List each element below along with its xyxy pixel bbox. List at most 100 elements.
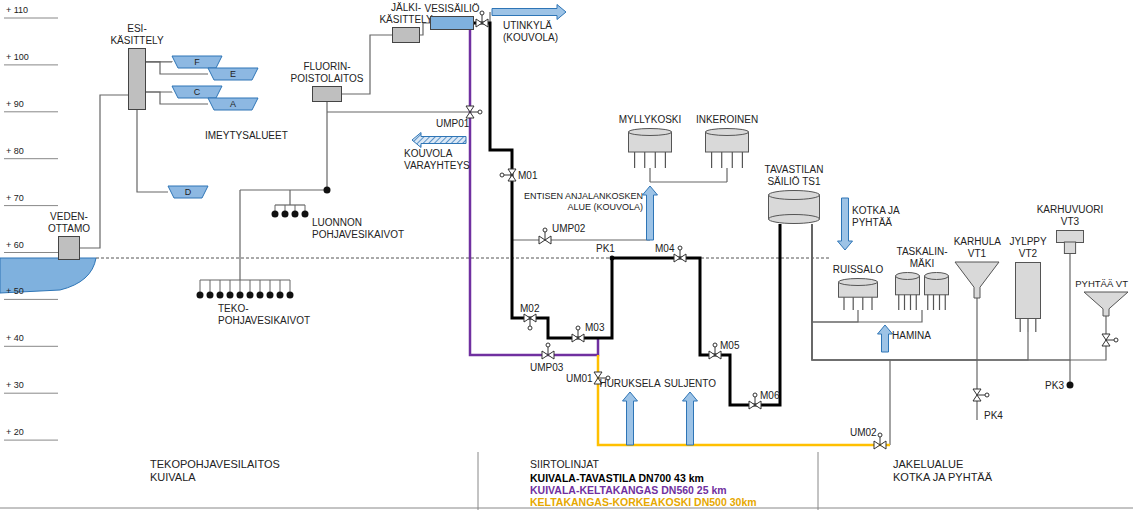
- shape-outline: [628, 128, 672, 168]
- valve-id: M03: [585, 322, 604, 334]
- well-stem: [260, 280, 261, 292]
- pipe-line: [649, 168, 650, 182]
- well-stem: [200, 280, 201, 292]
- well-stem: [280, 280, 281, 292]
- line-key: KUIVALA-KELTAKANGAS DN560 25 km: [530, 484, 727, 497]
- water-tank: TAVASTILAN SÄILIÖ TS1: [768, 190, 820, 224]
- valve-id: M02: [520, 303, 539, 315]
- tank-shape: [706, 129, 749, 136]
- node-label: KARHULA VT1: [954, 236, 1001, 260]
- tank-shape: [925, 273, 949, 280]
- valve-id: M01: [518, 170, 537, 182]
- tank-leg: [655, 152, 656, 168]
- elevation-label: + 90: [6, 99, 24, 110]
- valve-handle: [543, 228, 547, 232]
- basin-shape: [208, 98, 258, 110]
- point-id: PK4: [984, 410, 1003, 422]
- flow-arrow: [623, 392, 638, 445]
- node-label: JYLPPY VT2: [1009, 236, 1046, 260]
- well-symbol: [207, 292, 214, 299]
- valve-symbol: [709, 351, 721, 359]
- well-stem: [250, 280, 251, 292]
- valve-stem: [482, 15, 483, 23]
- elevation-tick: [4, 64, 58, 65]
- basin-letter: E: [208, 68, 258, 80]
- frame-line: [818, 452, 819, 510]
- flow-arrow: [643, 186, 658, 240]
- water-tank: TASKALIN- MÄKI: [895, 272, 949, 310]
- basin-shape: [208, 68, 258, 80]
- valve-stem: [680, 250, 681, 258]
- valve-handle: [1114, 338, 1118, 342]
- area-label: TEKO- POHJAVESIKAIVOT: [218, 303, 310, 327]
- well-symbol: [272, 211, 279, 218]
- pipe-line: [326, 102, 327, 190]
- line-key: KELTAKANGAS-KORKEAKOSKI DN500 30km: [530, 496, 757, 509]
- tank-leg: [898, 295, 899, 310]
- pipe-line: [1069, 360, 1070, 385]
- well-stem: [210, 280, 211, 292]
- basin: E: [208, 68, 258, 80]
- shape-outline: [705, 128, 749, 168]
- section-title: SIIRTOLINJAT: [530, 458, 599, 471]
- tank-leg: [1020, 318, 1021, 332]
- tank-shape: [955, 262, 999, 298]
- valve-symbol: [874, 441, 886, 449]
- elevation-tick: [4, 18, 58, 19]
- basin-letter: F: [172, 56, 222, 68]
- valve-symbol: [539, 236, 551, 244]
- tank-leg: [853, 297, 854, 310]
- basin: D: [168, 186, 208, 198]
- valve-stem: [715, 347, 716, 355]
- well-stem: [270, 280, 271, 292]
- basin-shape: [168, 186, 208, 198]
- tank-leg: [711, 152, 712, 168]
- valve-id: UMP02: [552, 223, 585, 235]
- tank-leg: [665, 152, 666, 168]
- pipe-connector: [812, 224, 1106, 360]
- tank-leg: [644, 152, 645, 168]
- water-tank: PYHTÄÄ VT: [1084, 292, 1128, 316]
- elevation-label: + 50: [6, 286, 24, 297]
- elevation-tick: [4, 393, 58, 394]
- tank-leg: [862, 297, 863, 310]
- pk3-point: [1067, 382, 1074, 389]
- well-symbol: [257, 292, 264, 299]
- pipe-connector: [812, 224, 1070, 360]
- valve-stem: [977, 395, 985, 396]
- basin-letter: C: [172, 86, 222, 98]
- tank-shape: [629, 129, 672, 136]
- valve-handle: [576, 326, 580, 330]
- pipe-line: [889, 360, 890, 445]
- pipe-line: [726, 168, 727, 182]
- destination-label: HURUKSELA: [599, 378, 660, 390]
- process-box: ESI- KÄSITTELY: [128, 48, 146, 110]
- pipe-line: [200, 279, 290, 280]
- tank-leg: [910, 295, 911, 310]
- pipe-connector: [812, 224, 1028, 360]
- valve-id: M04: [655, 243, 674, 255]
- well-stem: [295, 205, 296, 211]
- flow-arrow: [838, 198, 853, 250]
- pipe-line: [489, 12, 490, 23]
- valve-symbol: [572, 334, 584, 342]
- tank-leg: [721, 152, 722, 168]
- valve-symbol: [749, 401, 761, 409]
- node-label: FLUORIN- POISTOLAITOS: [291, 61, 364, 85]
- valve-handle: [678, 246, 682, 250]
- valve-handle: [753, 393, 757, 397]
- well-stem: [290, 280, 291, 292]
- section-title: JAKELUALUE KOTKA JA PYHTÄÄ: [893, 458, 1003, 484]
- node-label: RUISSALO: [833, 264, 884, 276]
- valve-id: M05: [720, 340, 739, 352]
- valve-stem: [470, 112, 478, 113]
- water-level-line: [96, 258, 830, 259]
- well-symbol: [292, 211, 299, 218]
- tank-leg: [939, 295, 940, 310]
- tank-shape: [839, 279, 878, 286]
- valve-symbol: [674, 254, 686, 262]
- valve-stem: [880, 437, 881, 445]
- basin-letter: D: [168, 186, 208, 198]
- valve-id: UMP03: [530, 362, 563, 374]
